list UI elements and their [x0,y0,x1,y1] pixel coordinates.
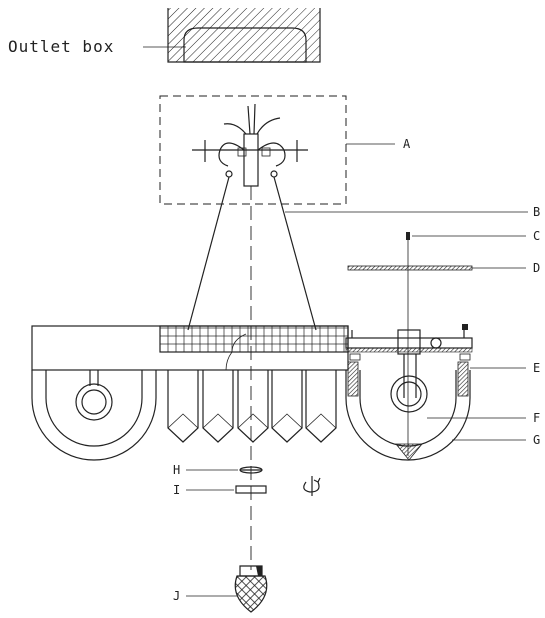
canopy-mount-detail [159,95,347,205]
outlet-box-label: Outlet box [8,37,186,56]
svg-text:D: D [533,261,540,275]
ceiling-outlet-box [167,8,321,63]
rotate-arrow-icon [303,476,321,496]
label-F: F [427,411,540,425]
arm-assembly [345,324,473,398]
svg-text:F: F [533,411,540,425]
suspension-cables [187,176,317,331]
label-A: A [346,137,411,151]
svg-text:Outlet box: Outlet box [8,37,114,56]
label-C: C [412,229,540,243]
svg-text:G: G [533,433,540,447]
label-E: E [470,361,540,375]
label-B: B [285,205,540,219]
svg-text:E: E [533,361,540,375]
nut-H [239,466,263,474]
washer-I [235,485,267,494]
label-D: D [472,261,540,275]
main-frame [31,325,349,371]
label-I: I [173,483,234,497]
svg-text:H: H [173,463,180,477]
label-J: J [173,589,238,603]
crystal-prisms [167,370,337,443]
crystal-finial-J [234,565,268,613]
svg-text:A: A [403,137,411,151]
glass-disc-D [347,265,473,271]
right-u-frame [345,361,471,461]
svg-text:J: J [173,589,180,603]
left-u-frame [31,370,157,461]
label-G: G [452,433,540,447]
hanging-rod [406,232,410,456]
svg-text:B: B [533,205,540,219]
label-H: H [173,463,238,477]
svg-text:C: C [533,229,540,243]
svg-text:I: I [173,483,180,497]
